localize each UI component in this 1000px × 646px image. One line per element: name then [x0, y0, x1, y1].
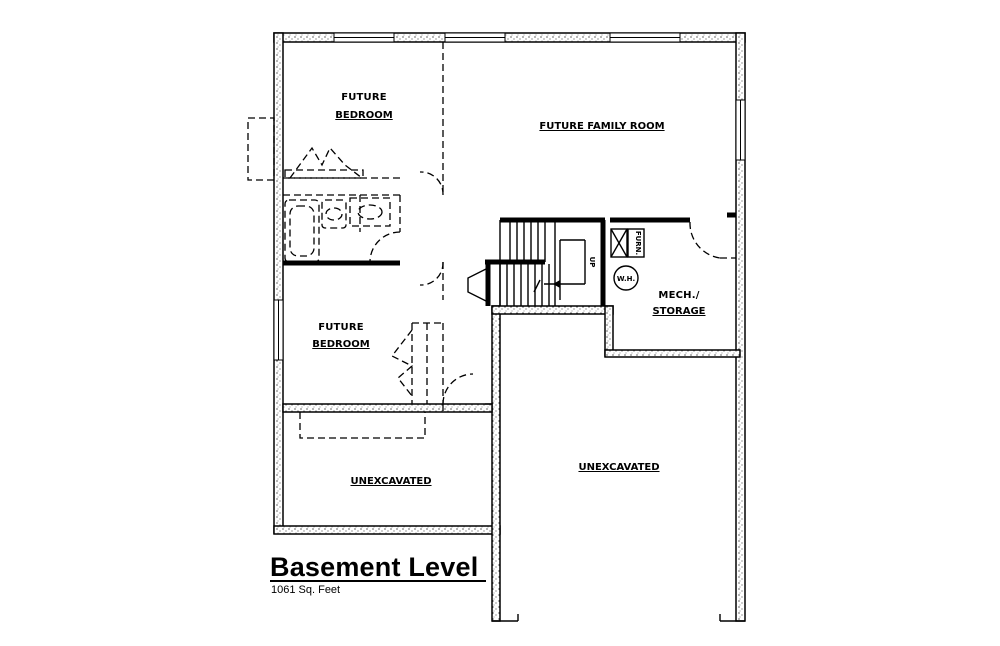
foundation-walls [273, 32, 746, 622]
windows [247, 32, 746, 361]
unexcavated-right-label: UNEXCAVATED [578, 462, 659, 473]
bedroom-bottom-label-line2: BEDROOM [312, 339, 369, 350]
family-room-label: FUTURE FAMILY ROOM [539, 121, 664, 132]
stair-up-label: UP [588, 257, 596, 268]
furnace-label: FURN. [634, 231, 642, 255]
future-partitions [283, 42, 736, 439]
bedroom-bottom-label-line1: FUTURE [318, 322, 364, 333]
water-heater-label: W.H. [617, 275, 635, 283]
mech-label-line1: MECH./ [658, 290, 699, 301]
unexcavated-left-label: UNEXCAVATED [350, 476, 431, 487]
plan-title: Basement Level [270, 552, 479, 582]
bearing-walls [283, 212, 736, 306]
stairs [467, 220, 586, 306]
mech-label-line2: STORAGE [652, 306, 705, 317]
bathroom-fixtures [284, 197, 391, 263]
bedroom-top-label-line1: FUTURE [341, 92, 387, 103]
mechanical-fixtures [610, 228, 645, 291]
bedroom-top-label-line2: BEDROOM [335, 110, 392, 121]
plan-subtitle: 1061 Sq. Feet [271, 584, 341, 596]
title-underline [270, 580, 486, 582]
